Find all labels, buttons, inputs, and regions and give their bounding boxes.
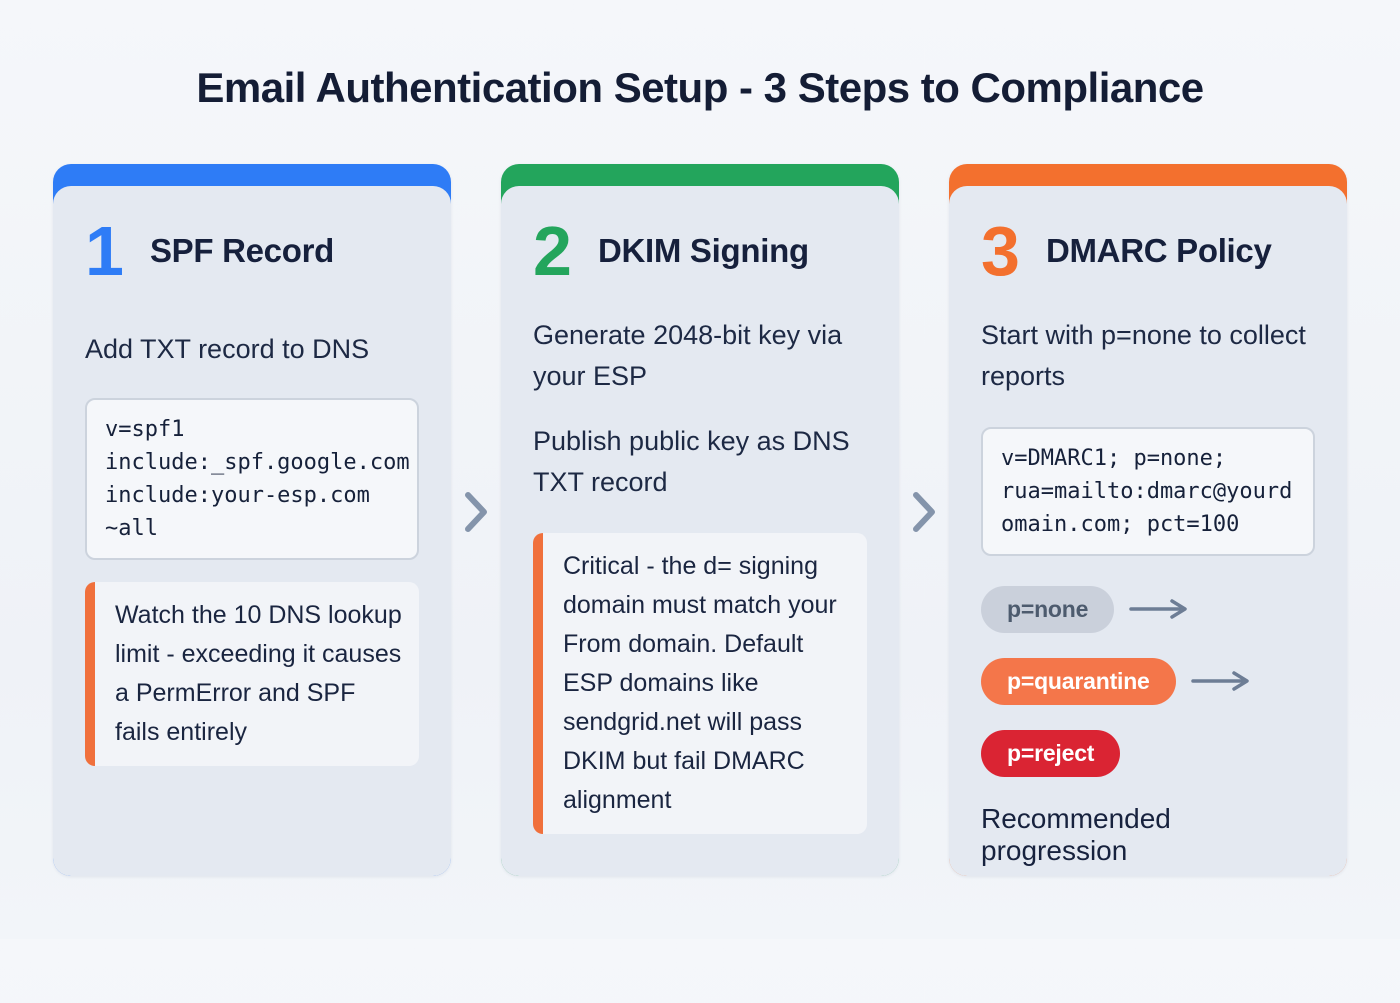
dmarc-code-block: v=DMARC1; p=none; rua=mailto:dmarc@yourd… bbox=[981, 426, 1315, 556]
dkim-description-1: Generate 2048-bit key via your ESP bbox=[533, 319, 843, 391]
policy-badge-quarantine: p=quarantine bbox=[981, 657, 1176, 705]
step-number-2: 2 bbox=[533, 212, 572, 290]
step-connector-2 bbox=[899, 164, 949, 536]
policy-row-quarantine: p=quarantine bbox=[981, 657, 1315, 705]
policy-badge-none: p=none bbox=[981, 585, 1115, 633]
card-title-dmarc: DMARC Policy bbox=[1045, 232, 1272, 270]
spf-description: Add TXT record to DNS bbox=[85, 333, 370, 364]
step-number-3: 3 bbox=[981, 212, 1020, 290]
card-dmarc-policy: 3 DMARC Policy Start with p=none to coll… bbox=[949, 164, 1347, 876]
policy-row-none: p=none bbox=[981, 585, 1315, 633]
dkim-warning-note: Critical - the d= signing domain must ma… bbox=[533, 532, 867, 834]
arrow-right-icon bbox=[1190, 671, 1249, 691]
card-spf-body: 1 SPF Record Add TXT record to DNS v=spf… bbox=[53, 186, 451, 876]
dkim-description-2: Publish public key as DNS TXT record bbox=[533, 425, 850, 497]
spf-warning-note: Watch the 10 DNS lookup limit - exceedin… bbox=[85, 581, 419, 766]
chevron-right-icon bbox=[465, 492, 487, 532]
progression-caption: Recommended progression bbox=[981, 802, 1171, 866]
step-connector-1 bbox=[451, 164, 501, 536]
dmarc-description: Start with p=none to collect reports bbox=[981, 319, 1306, 391]
spf-code-block: v=spf1 include:_spf.google.com include:y… bbox=[85, 397, 419, 560]
card-title-dkim: DKIM Signing bbox=[597, 232, 809, 270]
card-spf-record: 1 SPF Record Add TXT record to DNS v=spf… bbox=[53, 164, 451, 876]
card-dkim-signing: 2 DKIM Signing Generate 2048-bit key via… bbox=[501, 164, 899, 876]
page-title: Email Authentication Setup - 3 Steps to … bbox=[196, 64, 1204, 111]
chevron-right-icon bbox=[913, 492, 935, 532]
arrow-right-icon bbox=[1129, 599, 1187, 619]
card-dmarc-header: 3 DMARC Policy bbox=[981, 212, 1315, 290]
card-dkim-body: 2 DKIM Signing Generate 2048-bit key via… bbox=[501, 186, 899, 876]
card-dkim-header: 2 DKIM Signing bbox=[533, 212, 867, 290]
card-dmarc-body: 3 DMARC Policy Start with p=none to coll… bbox=[949, 186, 1347, 876]
steps-row: 1 SPF Record Add TXT record to DNS v=spf… bbox=[0, 164, 1400, 876]
card-title-spf: SPF Record bbox=[149, 232, 334, 270]
policy-row-reject: p=reject bbox=[981, 729, 1315, 777]
policy-badge-reject: p=reject bbox=[981, 729, 1121, 777]
step-number-1: 1 bbox=[85, 212, 124, 290]
card-spf-header: 1 SPF Record bbox=[85, 212, 419, 290]
